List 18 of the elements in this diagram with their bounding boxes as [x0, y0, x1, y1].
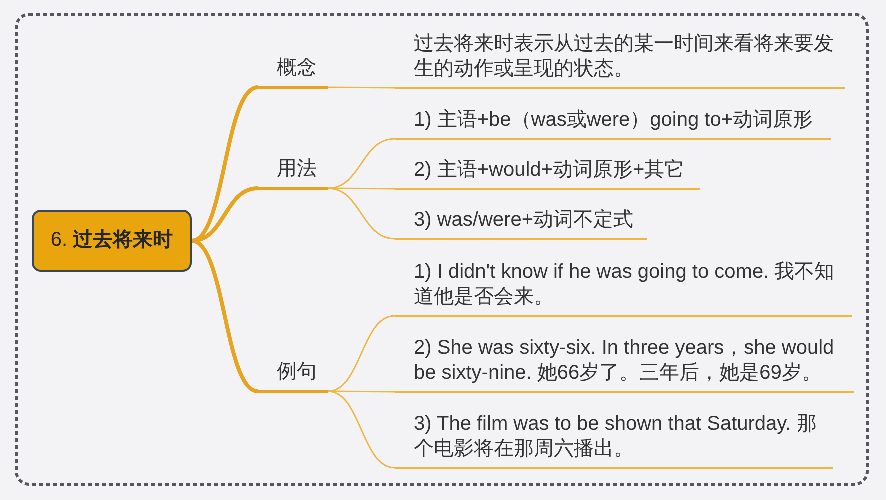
- branch-note: 2) 主语+would+动词原形+其它: [395, 158, 700, 190]
- branch-note: 过去将来时表示从过去的某一时间来看将来要发生的动作或呈现的状态。: [395, 32, 845, 89]
- branch-line: [328, 86, 395, 89]
- branch-note: 1) I didn't know if he was going to come. 我不知道他是否会来。: [395, 260, 852, 317]
- branch-line: [328, 188, 396, 240]
- branch-line: [192, 186, 258, 243]
- branch-note: 1) 主语+be（was或were）going to+动词原形: [395, 108, 831, 140]
- branch-line: [328, 315, 396, 392]
- branch-note: 2) She was sixty-six. In three years，she would be sixty-nine. 她66岁了。三年后，她是69岁。: [395, 336, 854, 393]
- branch-line: [191, 239, 259, 394]
- branch-line: [328, 390, 396, 469]
- branch-topic: 概念: [258, 56, 328, 89]
- branch-note: 3) was/were+动词不定式: [395, 208, 647, 240]
- branch-note: 3) The film was to be shown that Saturday. 那个电影将在那周六播出。: [395, 412, 833, 469]
- central-topic-box: 6. 过去将来时: [32, 210, 192, 272]
- branch-line: [328, 138, 396, 190]
- branch-topic: 例句: [258, 360, 328, 393]
- branch-topic: 用法: [258, 157, 328, 190]
